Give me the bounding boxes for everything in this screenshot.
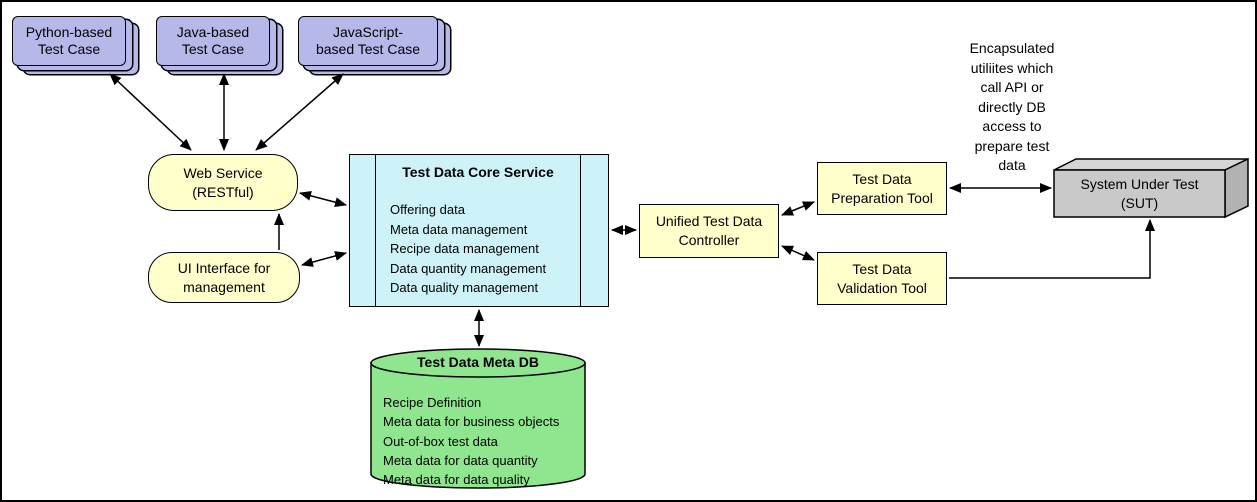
test-case-box-javascript: JavaScript- based Test Case xyxy=(298,16,438,66)
test-case-box-python: Python-based Test Case xyxy=(12,16,126,66)
ui-interface-label: UI Interface for management xyxy=(177,259,271,295)
test-case-javascript-label: JavaScript- based Test Case xyxy=(315,24,421,57)
connector-python-webservice xyxy=(109,73,192,151)
validation-tool-node: Test Data Validation Tool xyxy=(817,252,947,305)
core-service-title: Test Data Core Service xyxy=(402,164,554,180)
connector-controller-valtool xyxy=(781,245,815,261)
note-text: Encapsulated utiliites which call API or… xyxy=(969,40,1055,173)
preparation-tool-node: Test Data Preparation Tool xyxy=(817,162,947,215)
ui-interface-node: UI Interface for management xyxy=(148,252,300,303)
preparation-tool-label: Test Data Preparation Tool xyxy=(831,170,933,206)
connector-valtool-sut xyxy=(949,219,1155,279)
connector-ui-core xyxy=(301,251,347,267)
test-case-java-label: Java-based Test Case xyxy=(176,24,250,57)
controller-node: Unified Test Data Controller xyxy=(639,204,779,258)
core-service-left-stripe xyxy=(350,155,376,306)
core-service-right-stripe xyxy=(580,155,608,306)
validation-tool-label: Test Data Validation Tool xyxy=(837,260,927,296)
sut-label: System Under Test (SUT) xyxy=(1080,176,1199,211)
web-service-label: Web Service (RESTful) xyxy=(183,164,263,200)
controller-label: Unified Test Data Controller xyxy=(655,213,763,248)
meta-db-title: Test Data Meta DB xyxy=(417,354,539,370)
connector-controller-preptool xyxy=(781,201,815,216)
test-case-python-label: Python-based Test Case xyxy=(25,24,113,57)
connector-webservice-core xyxy=(299,190,347,208)
connector-javascript-webservice xyxy=(255,73,344,151)
web-service-node: Web Service (RESTful) xyxy=(148,154,298,211)
test-case-box-java: Java-based Test Case xyxy=(156,16,270,66)
